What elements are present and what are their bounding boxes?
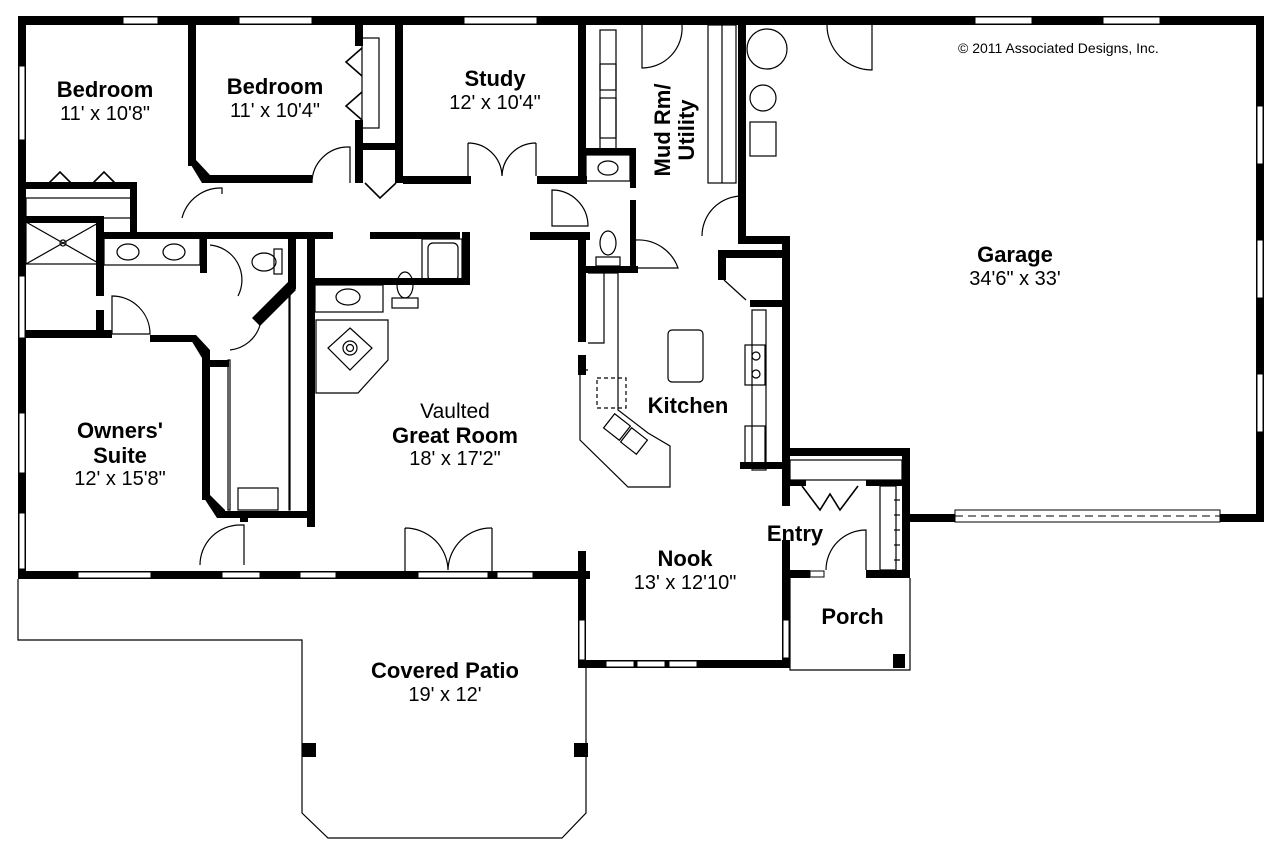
room-name: Bedroom: [56, 77, 154, 102]
fixtures: [25, 24, 903, 571]
windows: [18, 16, 1264, 668]
porch-and-patio: [17, 578, 911, 839]
room-dimensions: 12' x 10'4": [449, 91, 541, 114]
room-name: Kitchen: [647, 393, 729, 418]
bifold-doors: [43, 47, 859, 512]
room-label-kitchen: Kitchen: [628, 393, 748, 419]
room-name: Garage: [977, 242, 1053, 267]
room-name: Nook: [657, 546, 713, 571]
doors: [111, 24, 873, 572]
room-label-covered-patio: Covered Patio 19' x 12': [345, 658, 545, 706]
room-dimensions: 19' x 12': [408, 683, 482, 706]
room-label-nook: Nook 13' x 12'10": [615, 546, 755, 594]
room-label-garage: Garage 34'6" x 33': [945, 242, 1085, 290]
room-name: Entry: [766, 521, 824, 546]
room-label-entry: Entry: [752, 521, 838, 547]
room-name: Covered Patio: [371, 658, 519, 683]
room-label-bedroom-1: Bedroom 11' x 10'8": [40, 77, 170, 125]
copyright-notice: © 2011 Associated Designs, Inc.: [958, 40, 1159, 56]
room-dimensions: 18' x 17'2": [409, 448, 501, 471]
room-name-line-2: Suite: [93, 442, 147, 468]
room-dimensions: 13' x 12'10": [633, 571, 737, 594]
room-dimensions: 12' x 15'8": [74, 468, 166, 491]
room-name-line-1: Owners': [77, 418, 163, 443]
room-prefix: Vaulted: [420, 400, 490, 423]
room-label-study: Study 12' x 10'4": [425, 66, 565, 114]
interior-walls: [25, 16, 906, 580]
room-label-bedroom-2: Bedroom 11' x 10'4": [210, 74, 340, 122]
room-label-mud-room-utility: Mud Rm/ Utility: [640, 60, 710, 200]
room-name-line-2: Utility: [674, 99, 699, 161]
room-name: Porch: [821, 604, 884, 629]
room-dimensions: 34'6" x 33': [969, 267, 1061, 290]
room-name: Study: [464, 66, 526, 91]
room-name: Great Room: [392, 422, 518, 448]
room-label-owners-suite: Owners' Suite 12' x 15'8": [50, 418, 190, 491]
room-dimensions: 11' x 10'8": [60, 102, 150, 125]
room-label-porch: Porch: [800, 604, 905, 630]
garage-door: [954, 509, 1221, 523]
room-label-great-room: Vaulted Great Room 18' x 17'2": [370, 400, 540, 471]
room-name-line-1: Mud Rm/: [649, 83, 675, 177]
room-name: Bedroom: [226, 74, 324, 99]
room-dimensions: 11' x 10'4": [230, 99, 320, 122]
